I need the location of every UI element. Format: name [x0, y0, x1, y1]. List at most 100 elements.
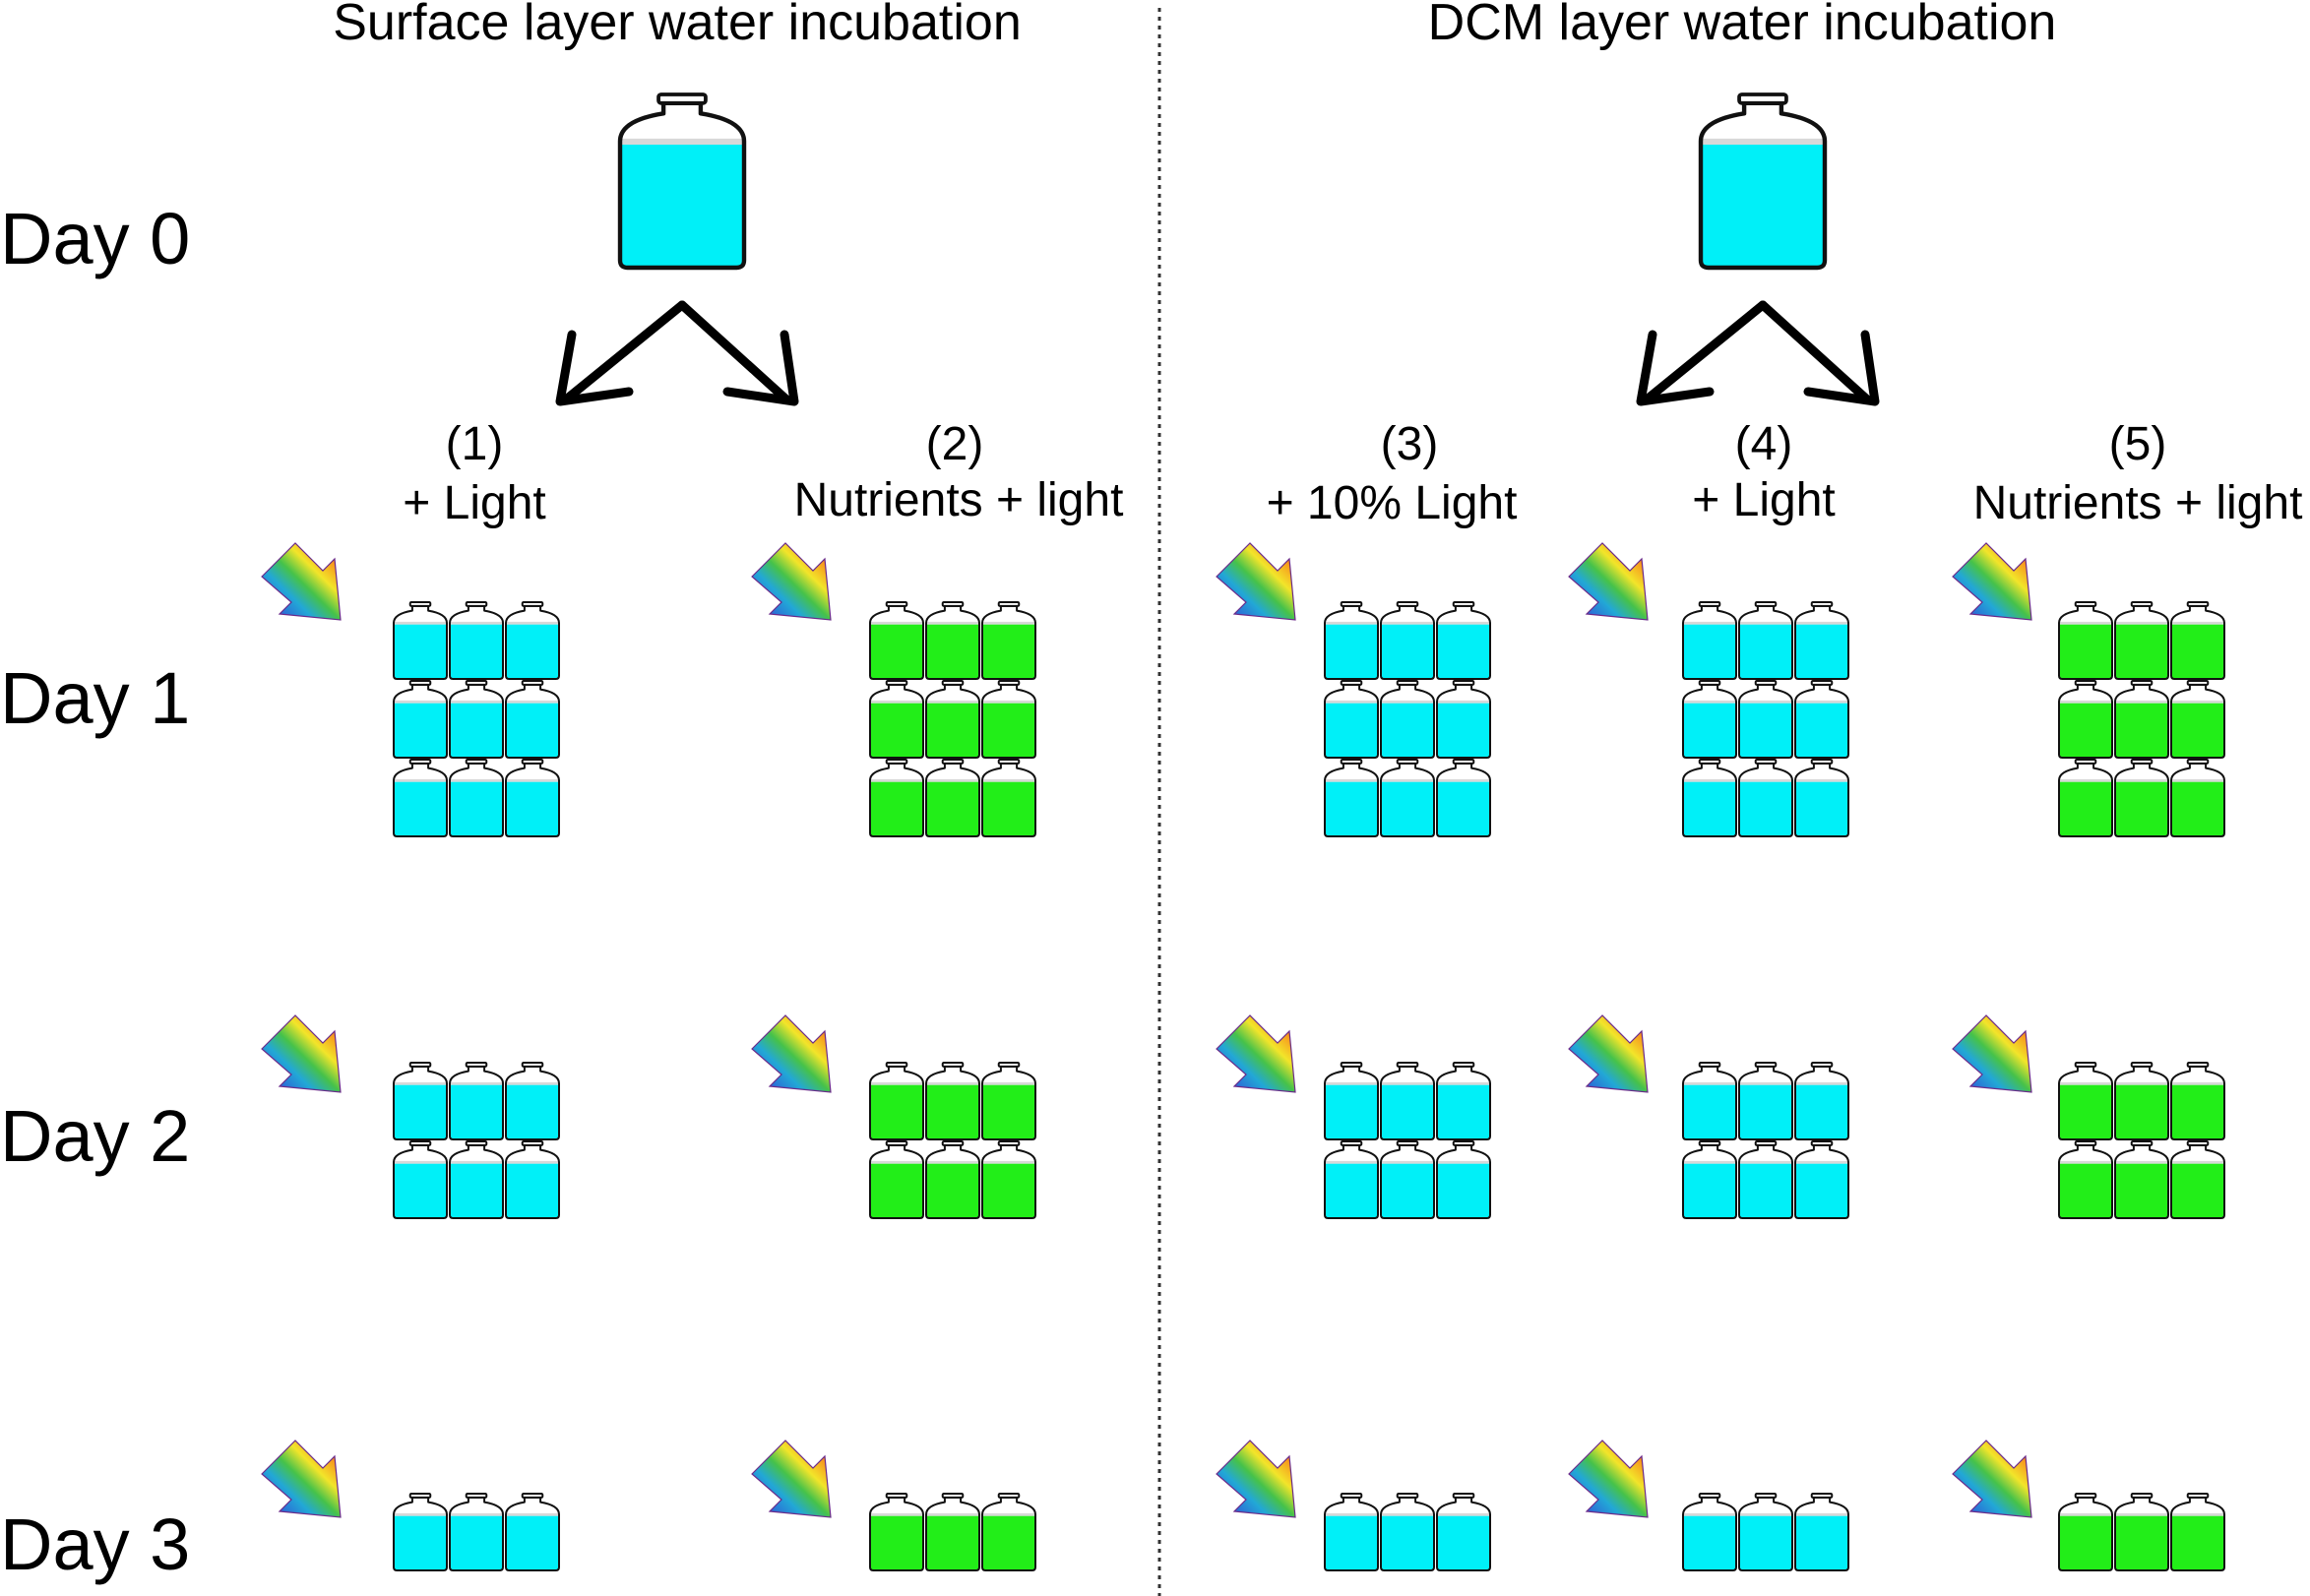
- incubation-bottle-icon: [1324, 1493, 1379, 1571]
- incubation-bottle-icon: [981, 759, 1036, 837]
- light-arrow-icon-t5-day2: [1952, 1014, 2032, 1093]
- incubation-bottle-icon: [2114, 680, 2169, 759]
- treatment-name-2: Nutrients + light: [794, 474, 1124, 526]
- incubation-bottle-icon: [1682, 680, 1737, 759]
- incubation-bottle-icon: [2058, 759, 2113, 837]
- incubation-bottle-icon: [2114, 1493, 2169, 1571]
- incubation-bottle-icon: [393, 759, 448, 837]
- incubation-bottle-icon: [2170, 759, 2225, 837]
- incubation-bottle-icon: [925, 601, 980, 680]
- light-arrow-icon-t1-day2: [261, 1014, 342, 1093]
- incubation-bottle-icon: [1794, 680, 1849, 759]
- bottle-group-t1-day1: [393, 601, 560, 837]
- incubation-bottle-icon: [2058, 1493, 2113, 1571]
- source-bottle-icon-2: [1698, 92, 1828, 271]
- bottle-group-t3-day1: [1324, 601, 1491, 837]
- incubation-bottle-icon: [505, 1062, 560, 1140]
- incubation-bottle-icon: [1738, 1140, 1793, 1219]
- incubation-bottle-icon: [1794, 759, 1849, 837]
- incubation-bottle-icon: [1682, 601, 1737, 680]
- incubation-bottle-icon: [393, 1062, 448, 1140]
- treatment-name-5: Nutrients + light: [1973, 477, 2303, 529]
- bottle-group-t2-day3: [869, 1493, 1036, 1571]
- incubation-bottle-icon: [1324, 680, 1379, 759]
- incubation-bottle-icon: [1682, 759, 1737, 837]
- light-arrow-icon-t3-day1: [1216, 542, 1296, 621]
- incubation-bottle-icon: [2170, 1140, 2225, 1219]
- incubation-bottle-icon: [505, 680, 560, 759]
- section-title-dcm: DCM layer water incubation: [1428, 0, 2057, 51]
- incubation-bottle-icon: [1380, 601, 1435, 680]
- incubation-bottle-icon: [449, 1493, 504, 1571]
- incubation-bottle-icon: [1738, 601, 1793, 680]
- incubation-bottle-icon: [1794, 1140, 1849, 1219]
- treatment-number-4: (4): [1735, 418, 1793, 470]
- incubation-bottle-icon: [869, 1140, 924, 1219]
- bottle-group-t4-day2: [1682, 1062, 1849, 1219]
- light-arrow-icon-t2-day2: [751, 1014, 832, 1093]
- bottle-group-t2-day2: [869, 1062, 1036, 1219]
- incubation-bottle-icon: [1794, 1062, 1849, 1140]
- incubation-bottle-icon: [981, 601, 1036, 680]
- bottle-group-t3-day2: [1324, 1062, 1491, 1219]
- incubation-bottle-icon: [505, 1140, 560, 1219]
- incubation-bottle-icon: [869, 1062, 924, 1140]
- treatment-number-1: (1): [446, 418, 504, 470]
- incubation-bottle-icon: [2058, 1140, 2113, 1219]
- day-label-3: Day 3: [0, 1504, 190, 1585]
- incubation-bottle-icon: [1324, 759, 1379, 837]
- bottle-group-t4-day1: [1682, 601, 1849, 837]
- light-arrow-icon-t2-day3: [751, 1440, 832, 1518]
- incubation-bottle-icon: [925, 680, 980, 759]
- incubation-bottle-icon: [2058, 680, 2113, 759]
- diagram-graphics: [261, 92, 2225, 1571]
- incubation-bottle-icon: [1682, 1140, 1737, 1219]
- incubation-bottle-icon: [1436, 759, 1491, 837]
- light-arrow-icon-t4-day2: [1568, 1014, 1649, 1093]
- day-label-0: Day 0: [0, 198, 190, 279]
- incubation-bottle-icon: [1380, 1140, 1435, 1219]
- incubation-bottle-icon: [505, 601, 560, 680]
- section-title-surface: Surface layer water incubation: [333, 0, 1022, 51]
- incubation-bottle-icon: [981, 1493, 1036, 1571]
- bottle-group-t1-day2: [393, 1062, 560, 1219]
- light-arrow-icon-t1-day3: [261, 1440, 342, 1518]
- incubation-bottle-icon: [1738, 759, 1793, 837]
- incubation-bottle-icon: [1436, 601, 1491, 680]
- light-arrow-icon-t5-day3: [1952, 1440, 2032, 1518]
- incubation-bottle-icon: [1738, 1062, 1793, 1140]
- incubation-bottle-icon: [1324, 1140, 1379, 1219]
- incubation-bottle-icon: [1794, 601, 1849, 680]
- incubation-bottle-icon: [1794, 1493, 1849, 1571]
- incubation-bottle-icon: [449, 759, 504, 837]
- treatment-name-3: + 10% Light: [1267, 477, 1518, 529]
- incubation-bottle-icon: [1436, 1062, 1491, 1140]
- incubation-bottle-icon: [505, 1493, 560, 1571]
- bottle-group-t1-day3: [393, 1493, 560, 1571]
- incubation-bottle-icon: [869, 601, 924, 680]
- incubation-bottle-icon: [981, 1062, 1036, 1140]
- treatment-number-3: (3): [1381, 418, 1439, 470]
- incubation-bottle-icon: [2114, 759, 2169, 837]
- incubation-bottle-icon: [2114, 601, 2169, 680]
- incubation-bottle-icon: [869, 680, 924, 759]
- light-arrow-icon-t5-day1: [1952, 542, 2032, 621]
- bottle-group-t5-day1: [2058, 601, 2225, 837]
- bottle-group-t4-day3: [1682, 1493, 1849, 1571]
- incubation-bottle-icon: [925, 1062, 980, 1140]
- light-arrow-icon-t3-day3: [1216, 1440, 1296, 1518]
- incubation-bottle-icon: [449, 1062, 504, 1140]
- split-arrow-icon-2: [1636, 300, 1880, 406]
- incubation-bottle-icon: [981, 1140, 1036, 1219]
- incubation-bottle-icon: [2170, 1493, 2225, 1571]
- incubation-bottle-icon: [1380, 1493, 1435, 1571]
- treatment-number-5: (5): [2109, 418, 2167, 470]
- light-arrow-icon-t4-day3: [1568, 1440, 1649, 1518]
- light-arrow-icon-t2-day1: [751, 542, 832, 621]
- light-arrow-icon-t3-day2: [1216, 1014, 1296, 1093]
- incubation-bottle-icon: [981, 680, 1036, 759]
- light-arrow-icon-t1-day1: [261, 542, 342, 621]
- incubation-bottle-icon: [1738, 680, 1793, 759]
- bottle-group-t2-day1: [869, 601, 1036, 837]
